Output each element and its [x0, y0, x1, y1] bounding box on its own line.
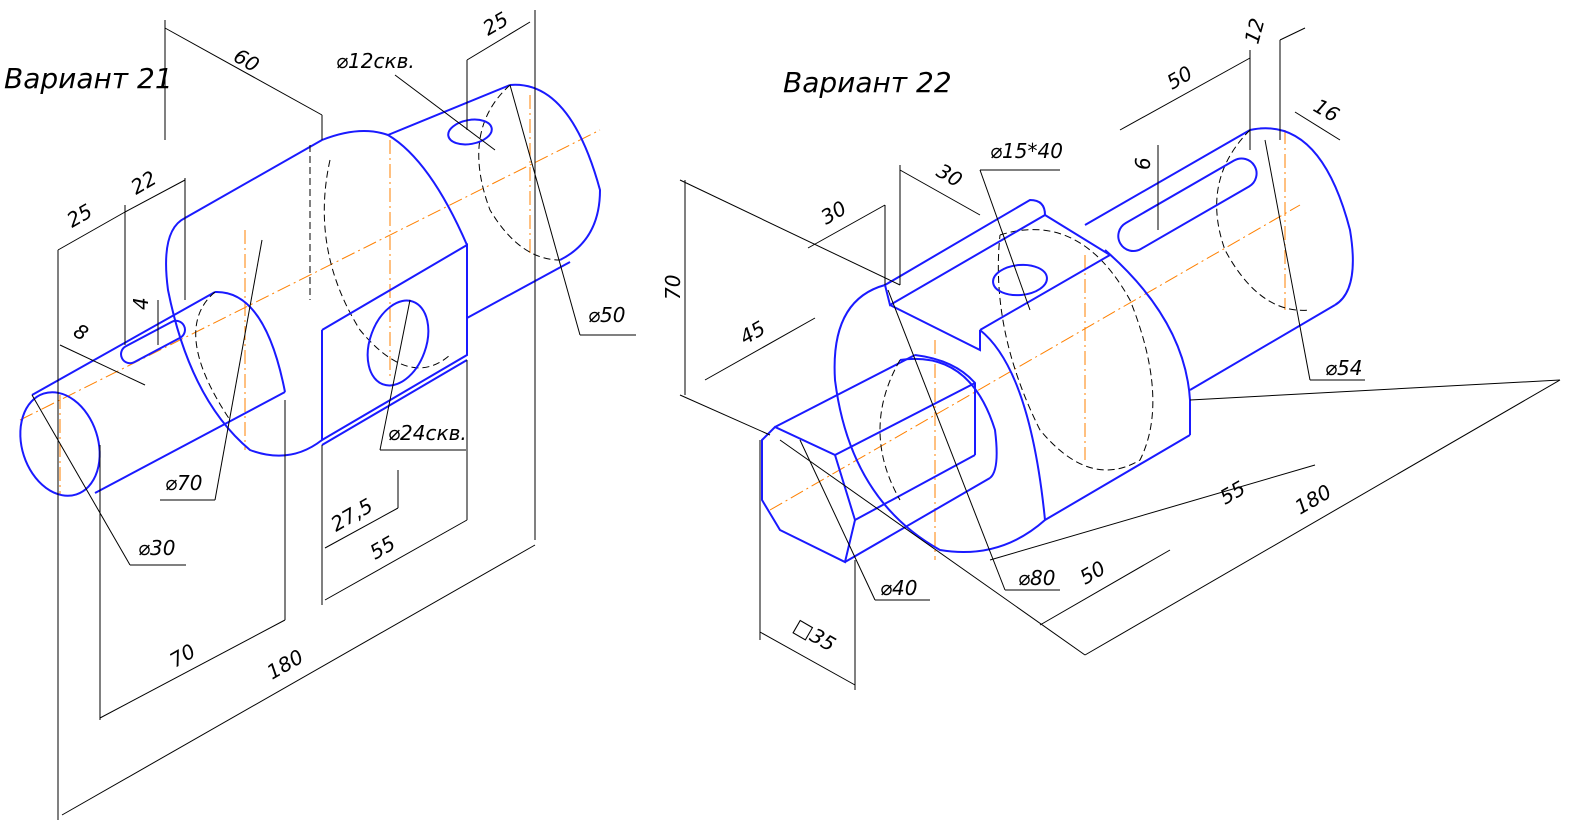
dim-hole-phi15x40: ⌀15*40 [990, 139, 1063, 163]
variant-22-drawing: Вариант 22 [661, 15, 1561, 690]
dim-22: 22 [127, 166, 161, 200]
dim-30-top: 30 [933, 159, 967, 193]
dim-4: 4 [129, 297, 153, 310]
dim-55: 55 [366, 531, 400, 565]
dim-phi40: ⌀40 [880, 576, 918, 600]
dim-70: 70 [166, 639, 200, 673]
dim-phi54: ⌀54 [1325, 356, 1363, 380]
dim-45: 45 [736, 316, 770, 350]
dim-phi30: ⌀30 [138, 536, 176, 560]
hole-phi12 [447, 118, 493, 146]
square-end-35 [761, 354, 991, 564]
dim-hole-phi24: ⌀24скв. [388, 421, 467, 445]
dim-55: 55 [1216, 476, 1250, 510]
dim-70: 70 [661, 275, 685, 300]
shaft-phi50 [387, 83, 602, 319]
dim-16: 16 [1310, 94, 1344, 128]
hole-phi15 [992, 263, 1048, 297]
dim-25-left: 25 [63, 199, 97, 233]
dim-12: 12 [1240, 15, 1270, 46]
dim-6: 6 [1131, 157, 1155, 170]
dim-phi80: ⌀80 [1018, 566, 1056, 590]
shaft-phi54 [1084, 127, 1354, 391]
keyway-slot [1117, 157, 1258, 252]
dim-50-bottom: 50 [1076, 556, 1110, 590]
variant-21-drawing: Вариант 21 [4, 7, 636, 820]
dim-60: 60 [230, 44, 264, 78]
dimensions-21 [31, 10, 636, 820]
dim-square-35: □35 [790, 614, 840, 657]
cylinder-phi80 [833, 229, 1191, 553]
dim-8: 8 [70, 319, 93, 346]
cylinder-phi70 [165, 139, 451, 457]
dim-phi70: ⌀70 [165, 471, 203, 495]
cut-block [321, 130, 468, 446]
dim-phi50: ⌀50 [588, 303, 626, 327]
dim-30-left: 30 [817, 196, 851, 230]
top-block [883, 198, 1112, 352]
dim-50-top: 50 [1163, 61, 1197, 95]
variant-21-title: Вариант 21 [4, 62, 173, 95]
dim-27-5: 27,5 [327, 493, 378, 536]
dim-hole-phi12: ⌀12скв. [336, 49, 415, 73]
shaft-phi30 [19, 290, 286, 497]
axis-centerline [769, 204, 1301, 511]
keyway-slot [120, 319, 186, 365]
dimensions-22 [679, 27, 1561, 690]
variant-22-title: Вариант 22 [783, 66, 952, 99]
hole-phi24 [366, 299, 430, 387]
